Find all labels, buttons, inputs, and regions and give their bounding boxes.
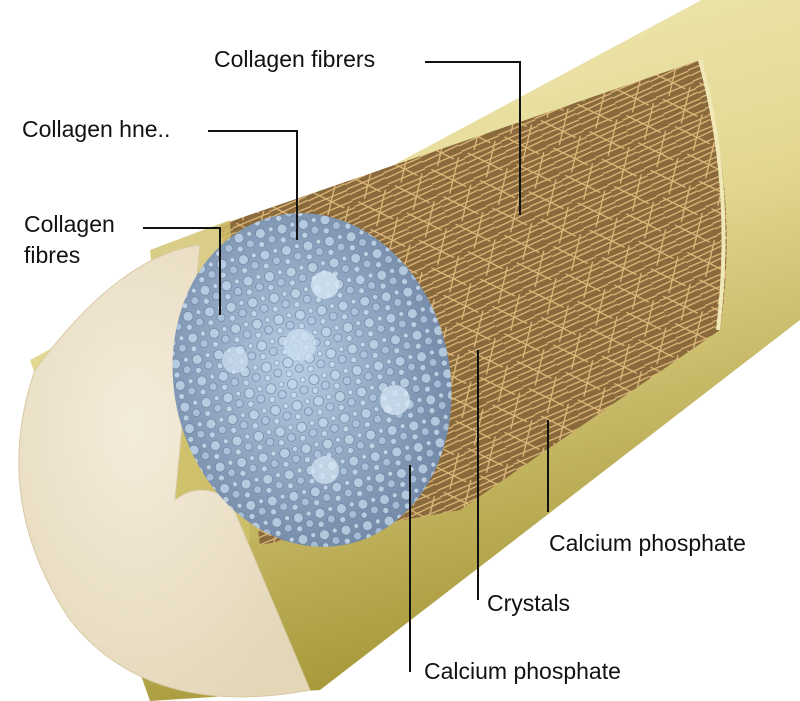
label-collagen-fibres-line1: Collagen [24, 211, 115, 237]
leader-collagen-hne [208, 130, 298, 240]
leader-collagen-fibres [143, 227, 221, 315]
leader-lines [143, 61, 549, 672]
label-collagen-fibrers: Collagen fibrers [214, 46, 376, 72]
label-crystals: Crystals [487, 590, 571, 616]
label-calcium-phosphate-right: Calcium phosphate [549, 530, 746, 556]
leader-collagen-fibrers [425, 61, 521, 215]
label-calcium-phosphate-bottom: Calcium phosphate [424, 658, 621, 684]
label-collagen-hne: Collagen hne.. [22, 116, 171, 142]
label-collagen-fibres-line2: fibres [24, 242, 81, 268]
bone-end-cap [18, 244, 311, 698]
